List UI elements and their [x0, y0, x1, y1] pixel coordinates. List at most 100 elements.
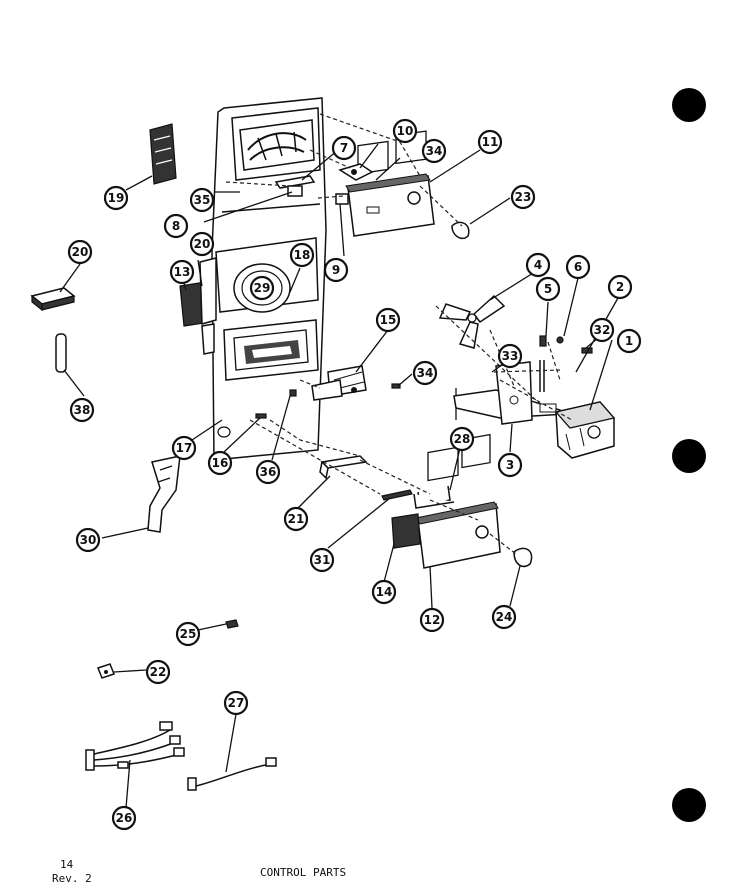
- part-5-screw: [539, 335, 547, 347]
- callout-38: 38: [69, 397, 95, 423]
- callout-36: 36: [255, 459, 281, 485]
- callout-2: 2: [607, 274, 633, 300]
- part-6-nut: [556, 336, 564, 344]
- callout-circle: [419, 607, 445, 633]
- callout-number: 36: [260, 465, 277, 479]
- revision-label: Rev. 2: [52, 872, 92, 885]
- callout-number: 12: [424, 613, 441, 627]
- part-19-foam-block: [149, 123, 177, 185]
- callout-16: 16: [207, 450, 233, 476]
- part-11-upper-control-housing: [345, 130, 435, 237]
- callout-13: 13: [169, 259, 195, 285]
- part-27-wire: [187, 757, 277, 791]
- leader-lines: [59, 143, 619, 809]
- part-20-pad-left: [30, 287, 76, 312]
- callout-7: 7: [331, 135, 357, 161]
- callout-9: 9: [323, 257, 349, 283]
- callout-circle: [309, 547, 335, 573]
- callout-34: 34: [421, 138, 447, 164]
- callout-1: 1: [616, 328, 642, 354]
- callout-24: 24: [491, 604, 517, 630]
- callout-circle: [412, 360, 438, 386]
- callout-number: 10: [397, 124, 414, 138]
- callout-32: 32: [589, 317, 615, 343]
- callout-circle: [223, 690, 249, 716]
- part-1-fan-motor: [539, 401, 616, 459]
- callout-circle: [477, 129, 503, 155]
- callout-circle: [289, 242, 315, 268]
- part-36-screw: [289, 389, 297, 397]
- callout-number: 7: [340, 141, 348, 155]
- callout-31: 31: [309, 547, 335, 573]
- callout-number: 26: [116, 811, 133, 825]
- part-28-bracket: [413, 485, 455, 509]
- callout-circle: [525, 252, 551, 278]
- part-12-lower-control-housing: [391, 433, 501, 569]
- part-8-switch: [287, 185, 303, 197]
- callout-number: 32: [594, 323, 611, 337]
- callout-circle: [175, 621, 201, 647]
- callout-number: 16: [212, 456, 229, 470]
- callout-number: 27: [228, 696, 245, 710]
- callout-circle: [589, 317, 615, 343]
- callout-17: 17: [171, 435, 197, 461]
- callout-number: 34: [426, 144, 443, 158]
- callout-number: 3: [506, 458, 514, 472]
- callout-number: 15: [380, 313, 397, 327]
- callout-22: 22: [145, 659, 171, 685]
- callout-number: 29: [254, 281, 271, 295]
- callout-number: 21: [288, 512, 305, 526]
- callout-number: 31: [314, 553, 331, 567]
- callout-circle: [75, 527, 101, 553]
- callout-circle: [392, 118, 418, 144]
- callout-circle: [283, 506, 309, 532]
- callout-26: 26: [111, 805, 137, 831]
- punch-hole-middle: [672, 439, 706, 473]
- callout-circle: [249, 275, 275, 301]
- part-3-fan-bracket: [453, 360, 569, 425]
- callout-number: 13: [174, 265, 191, 279]
- callout-circle: [607, 274, 633, 300]
- callout-circle: [510, 184, 536, 210]
- callout-6: 6: [565, 254, 591, 280]
- callout-number: 30: [80, 533, 97, 547]
- part-21-bracket: [319, 455, 368, 480]
- page-number: 14: [60, 858, 74, 871]
- part-20-gasket: [199, 257, 217, 355]
- callout-number: 2: [616, 280, 624, 294]
- callout-circle: [255, 459, 281, 485]
- part-34-screw-lower: [391, 383, 401, 389]
- callout-20: 20: [189, 231, 215, 257]
- callout-number: 34: [417, 366, 434, 380]
- callout-25: 25: [175, 621, 201, 647]
- callout-circle: [67, 239, 93, 265]
- callout-circle: [449, 426, 475, 452]
- punch-hole-top: [672, 88, 706, 122]
- callout-number: 5: [544, 282, 552, 296]
- callout-28: 28: [449, 426, 475, 452]
- callout-number: 19: [108, 191, 125, 205]
- callout-circle: [207, 450, 233, 476]
- callout-11: 11: [477, 129, 503, 155]
- callout-14: 14: [371, 579, 397, 605]
- callout-number: 17: [176, 441, 193, 455]
- callout-18: 18: [289, 242, 315, 268]
- part-10-switch: [338, 163, 374, 181]
- callout-circle: [565, 254, 591, 280]
- callout-number: 14: [376, 585, 393, 599]
- part-38-tube: [55, 333, 67, 373]
- callout-circle: [163, 213, 189, 239]
- callout-circle: [69, 397, 95, 423]
- part-26-wire-harness: [85, 721, 185, 771]
- callout-circle: [323, 257, 349, 283]
- callout-number: 25: [180, 627, 197, 641]
- part-24-knob: [513, 547, 533, 568]
- callout-35: 35: [189, 187, 215, 213]
- callout-circle: [491, 604, 517, 630]
- callout-21: 21: [283, 506, 309, 532]
- callout-circle: [421, 138, 447, 164]
- callout-number: 38: [74, 403, 91, 417]
- callout-number: 24: [496, 610, 513, 624]
- callout-33: 33: [497, 343, 523, 369]
